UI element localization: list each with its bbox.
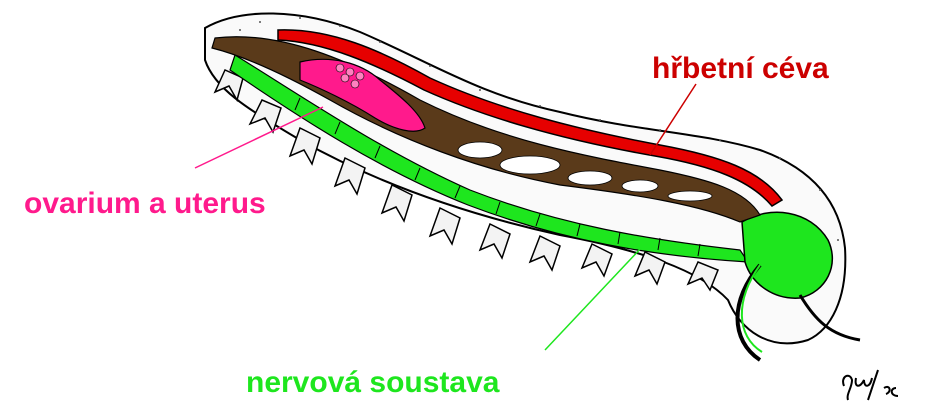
leg: [582, 244, 612, 276]
artist-signature: [838, 366, 918, 402]
leg: [430, 208, 460, 244]
leg: [480, 224, 510, 258]
label-nervous-system: nervová soustava: [246, 368, 499, 398]
label-dorsal-vessel: hřbetní céva: [652, 54, 829, 84]
label-ovary-uterus: ovarium a uterus: [24, 189, 266, 219]
leg: [530, 236, 560, 270]
